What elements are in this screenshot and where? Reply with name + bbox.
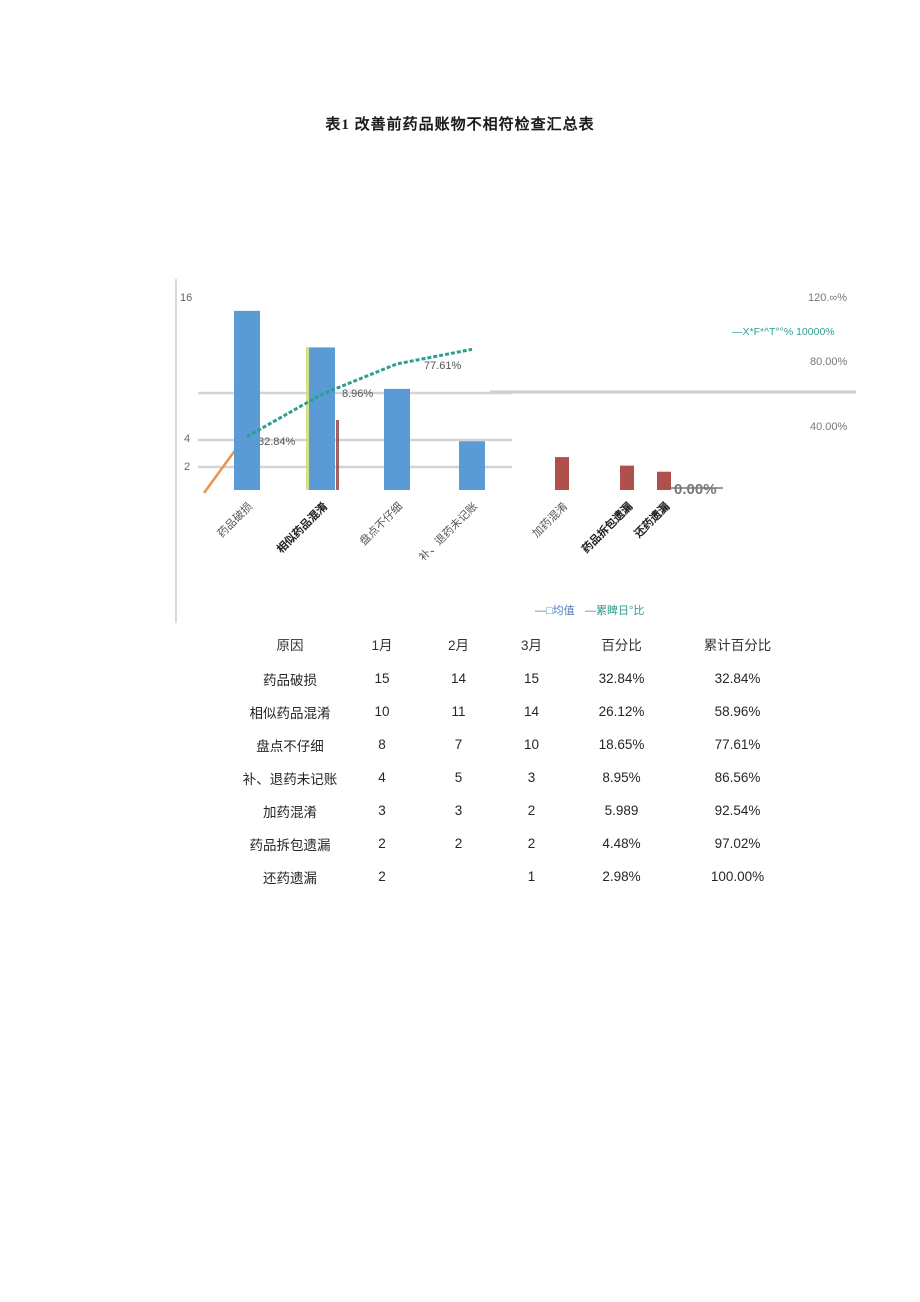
table-cell: 3 <box>378 803 386 818</box>
table-cell: 18.65% <box>598 737 645 752</box>
table-header-row: 原因 1月 2月 3月 百分比 累计百分比 <box>240 626 802 662</box>
table-cell: 100.00% <box>710 869 765 884</box>
table-cell: 4.48% <box>602 836 641 851</box>
table-cell: 药品拆包遗漏 <box>249 837 331 853</box>
table-row: 相似药品混淆 10 11 14 26.12% 58.96% <box>240 695 802 728</box>
bar-3 <box>459 441 485 490</box>
table-cell: 盘点不仔细 <box>256 738 324 754</box>
x-axis-labels: 药品破损相似药品混淆盘点不仔细补、退药未记账 加药混淆药品拆包遗漏还药遗漏 <box>214 499 672 563</box>
table-cell: 32.84% <box>598 671 645 686</box>
table-header-cell: 1月 <box>371 638 393 653</box>
pareto-figure: 16 4 2 120.∞% 80.00% 40.00% —X*F*^T°°% 1… <box>172 275 862 627</box>
table-cell: 8.95% <box>602 770 641 785</box>
data-label: 32.84% <box>258 436 296 448</box>
table-cell: 加药混淆 <box>263 804 317 820</box>
right-axis-tick: 40.00% <box>810 421 848 433</box>
table-cell: 8 <box>378 737 386 752</box>
y-axis-tick: 4 <box>184 433 190 445</box>
table-cell: 14 <box>523 704 540 719</box>
x-axis-label-5: 药品拆包遗漏 <box>579 499 636 556</box>
scan-artifact <box>306 347 309 490</box>
table-header-cell: 累计百分比 <box>703 638 772 653</box>
bars-layer <box>234 310 671 490</box>
table-header-cell: 百分比 <box>601 638 642 653</box>
table-cell: 86.56% <box>714 770 761 785</box>
chart-legend-mean: —□均值 <box>535 604 575 617</box>
right-axis-tick: 120.∞% <box>808 292 847 304</box>
table-row: 药品破损 15 14 15 32.84% 32.84% <box>240 662 802 695</box>
bar-6 <box>657 471 671 490</box>
data-label: 8.96% <box>342 388 373 400</box>
table-cell: 10 <box>374 704 390 719</box>
y-axis-tick: 2 <box>184 461 190 473</box>
table-cell: 3 <box>527 770 536 785</box>
table-cell: 14 <box>450 671 467 686</box>
table-cell: 77.61% <box>714 737 761 752</box>
table-cell: 补、退药未记账 <box>242 771 338 787</box>
bar-0 <box>234 310 260 490</box>
cumulative-line-layer <box>246 347 473 438</box>
x-axis-label-3: 补、退药未记账 <box>416 500 480 564</box>
table-cell: 11 <box>451 704 466 719</box>
table-header-cell: 原因 <box>276 638 304 653</box>
bar-2 <box>384 388 410 490</box>
x-axis-label-4: 加药混淆 <box>530 500 570 540</box>
y-axis-tick: 16 <box>180 292 192 304</box>
page-title: 表1 改善前药品账物不相符检查汇总表 <box>325 117 595 133</box>
table-cell: 4 <box>378 770 386 785</box>
table-cell: 2 <box>454 836 463 851</box>
table-row: 加药混淆 3 3 2 5.989 92.54% <box>240 794 802 827</box>
table-row: 盘点不仔细 8 7 10 18.65% 77.61% <box>240 728 802 761</box>
table-row: 还药遗漏 2 1 2.98% 100.00% <box>240 860 802 893</box>
table-cell: 5.989 <box>604 803 639 818</box>
table-cell: 7 <box>454 737 463 752</box>
table-header-cell: 2月 <box>447 638 469 653</box>
table-cell: 2 <box>378 836 386 851</box>
table-cell: 92.54% <box>714 803 761 818</box>
cumulative-line <box>246 347 473 438</box>
table-cell: 15 <box>374 671 390 686</box>
x-axis-label-2: 盘点不仔细 <box>356 499 405 548</box>
x-axis-label-0: 药品破损 <box>214 499 255 540</box>
table-row: 补、退药未记账 4 5 3 8.95% 86.56% <box>240 761 802 794</box>
table-cell: 2 <box>527 803 536 818</box>
table-cell: 3 <box>454 803 463 818</box>
bar-1 <box>309 347 335 490</box>
table-cell: 还药遗漏 <box>263 870 317 886</box>
x-axis-label-1: 相似药品混淆 <box>274 499 331 556</box>
table-cell: 2 <box>378 869 386 884</box>
right-axis-tick: 80.00% <box>810 356 848 368</box>
table-cell: 相似药品混淆 <box>249 705 331 721</box>
data-label: 77.61% <box>424 360 462 372</box>
table-cell: 药品破损 <box>263 672 317 688</box>
table-cell: 2 <box>527 836 536 851</box>
table-cell: 97.02% <box>714 836 761 851</box>
table-cell: 5 <box>454 770 463 785</box>
table-header-cell: 3月 <box>520 638 542 653</box>
table-cell: 58.96% <box>714 704 761 719</box>
table-cell: 1 <box>527 869 536 884</box>
chart-legend-cumulative: —累睥日°比 <box>585 604 644 617</box>
bar-5 <box>620 465 634 490</box>
table-cell: 2.98% <box>602 869 641 884</box>
table-cell: 10 <box>523 737 540 752</box>
x-axis-label-6: 还药遗漏 <box>630 499 672 541</box>
chart-legend-top: —X*F*^T°°% 10000% <box>732 326 835 338</box>
table-cell: 26.12% <box>598 704 645 719</box>
table-row: 药品拆包遗漏 2 2 2 4.48% 97.02% <box>240 827 802 860</box>
pareto-chart: 16 4 2 120.∞% 80.00% 40.00% —X*F*^T°°% 1… <box>175 279 856 623</box>
table-cell: 15 <box>523 671 540 686</box>
scan-artifact <box>336 420 339 490</box>
bar-4 <box>555 457 569 490</box>
strike-label: 0.00% <box>674 481 717 498</box>
table-cell: 32.84% <box>714 671 761 686</box>
